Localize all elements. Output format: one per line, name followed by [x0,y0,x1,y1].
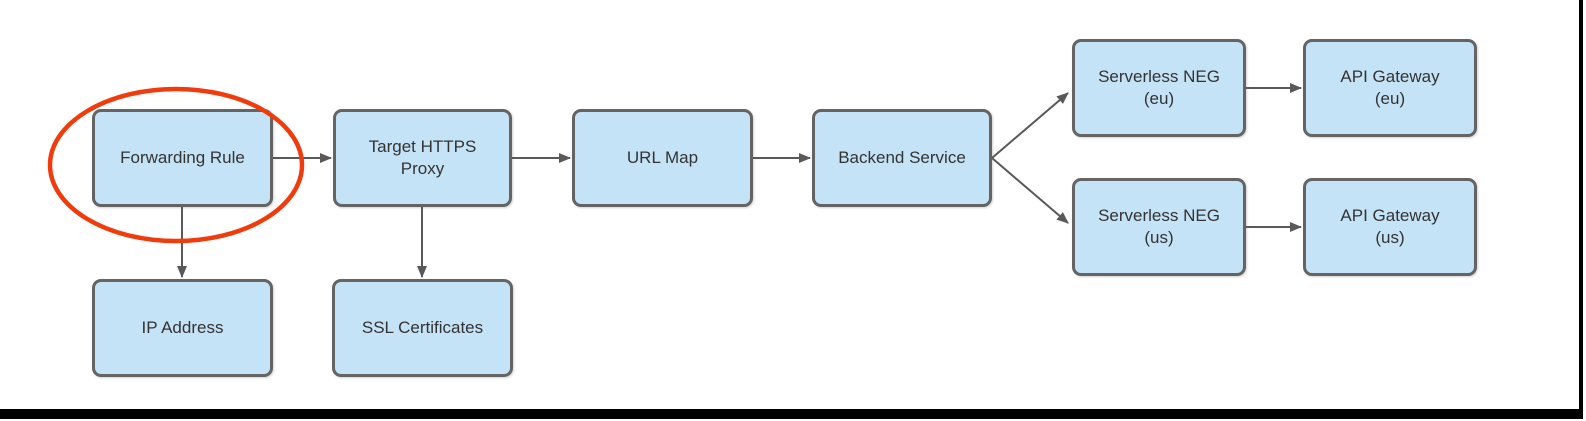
node-label: IP Address [141,317,224,337]
node-label: Backend Service [838,147,966,167]
node-api-gateway-us: API Gateway (us) [1303,178,1477,276]
node-label: API Gateway (us) [1340,205,1440,247]
node-serverless-neg-eu: Serverless NEG (eu) [1072,39,1246,137]
edge-backend-service-to-serverless-neg-eu [991,92,1069,159]
node-target-https-proxy: Target HTTPS Proxy [333,109,512,207]
node-label: Serverless NEG (eu) [1098,66,1220,108]
node-serverless-neg-us: Serverless NEG (us) [1072,178,1246,276]
node-label: Forwarding Rule [120,147,245,167]
node-url-map: URL Map [572,109,753,207]
node-forwarding-rule: Forwarding Rule [92,109,273,207]
node-label: API Gateway (eu) [1340,66,1440,108]
node-label: Target HTTPS Proxy [368,136,477,178]
node-backend-service: Backend Service [812,109,992,207]
edge-backend-service-to-serverless-neg-us [991,157,1069,224]
node-label: Serverless NEG (us) [1098,205,1220,247]
window-right-border [1579,0,1583,419]
node-label: URL Map [626,147,699,167]
node-api-gateway-eu: API Gateway (eu) [1303,39,1477,137]
window-bottom-border [0,409,1583,419]
node-ip-address: IP Address [92,279,273,377]
node-label: SSL Certificates [361,317,484,337]
node-ssl-certificates: SSL Certificates [332,279,513,377]
